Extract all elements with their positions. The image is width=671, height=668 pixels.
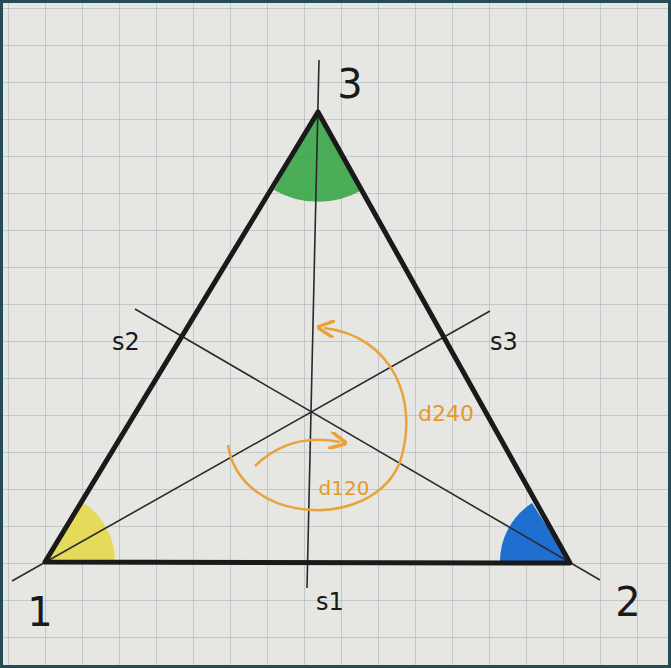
axis-line (135, 309, 600, 580)
vertex-number: 1 (27, 590, 52, 634)
rotation-label: d240 (418, 402, 474, 426)
axis-label: s2 (112, 329, 140, 355)
triangle (45, 112, 570, 563)
rotation-label: d120 (319, 477, 370, 499)
corner-yellow (45, 502, 115, 562)
axis-label: s1 (316, 589, 344, 615)
rotation-arrow (255, 440, 340, 466)
axis-line (12, 311, 490, 581)
rotation-arrow (228, 328, 406, 510)
axis-label: s3 (490, 329, 518, 355)
corner-blue (500, 503, 570, 563)
vertex-number: 3 (337, 62, 362, 106)
vertex-number: 2 (615, 580, 640, 624)
